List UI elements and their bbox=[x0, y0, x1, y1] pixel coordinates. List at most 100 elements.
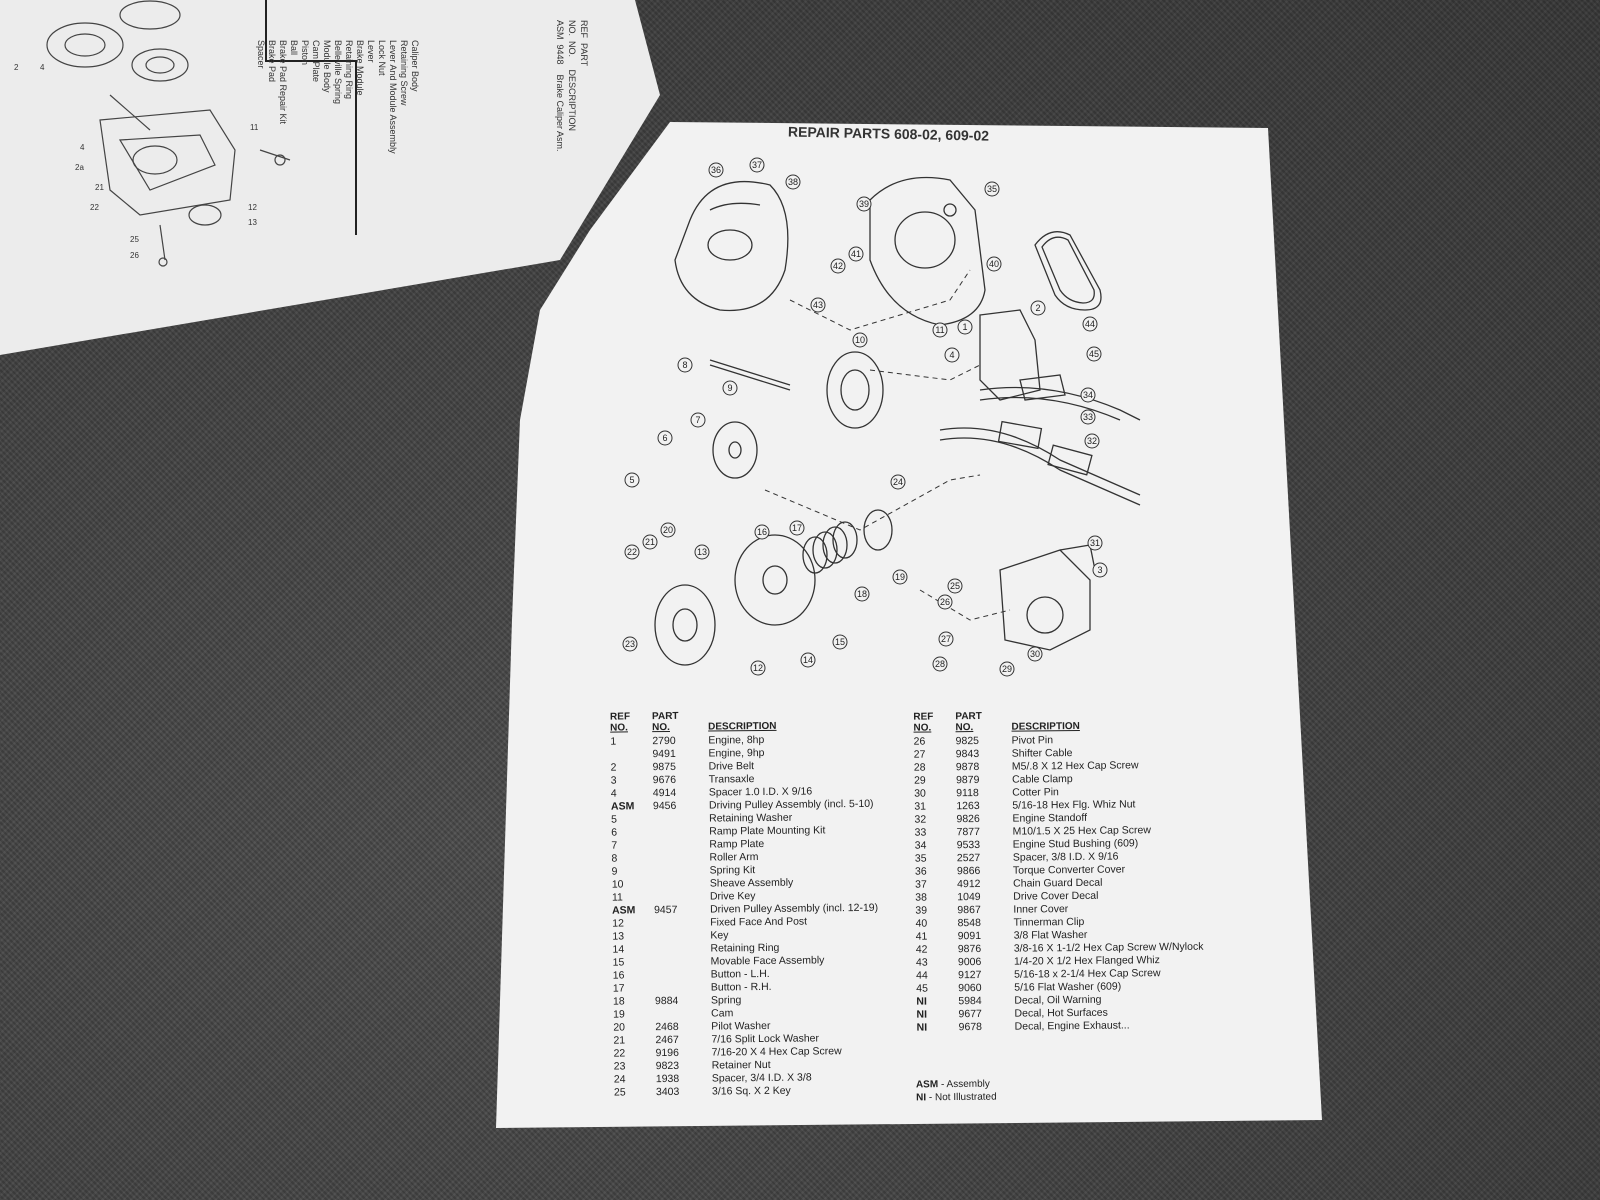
ref-cell: 20 bbox=[613, 1021, 626, 1034]
callout-39: 39 bbox=[856, 196, 872, 212]
ref-cell: NI bbox=[916, 1021, 928, 1034]
svg-text:33: 33 bbox=[1083, 412, 1093, 422]
callout-32: 32 bbox=[1084, 433, 1100, 449]
part-no-cell bbox=[653, 839, 709, 853]
callout-1: 1 bbox=[957, 319, 973, 335]
ref-cell: 29 bbox=[913, 774, 926, 787]
ref-cell: 16 bbox=[612, 969, 625, 982]
ref-cell: 32 bbox=[914, 813, 927, 826]
svg-text:20: 20 bbox=[663, 525, 673, 535]
torque-converter-cover bbox=[674, 181, 789, 312]
ref-cell: 37 bbox=[915, 878, 927, 891]
ref-cell: ASM bbox=[610, 800, 635, 813]
inner-cover bbox=[869, 176, 986, 326]
svg-text:43: 43 bbox=[813, 300, 823, 310]
part-no-cell: 9867 bbox=[957, 903, 981, 917]
part-no-cell: 9060 bbox=[958, 981, 982, 995]
svg-text:23: 23 bbox=[625, 639, 635, 649]
ref-cell: 24 bbox=[613, 1073, 626, 1086]
part-no-cell: 9866 bbox=[956, 864, 981, 878]
callout-28: 28 bbox=[932, 656, 948, 672]
ref-cell: 33 bbox=[914, 826, 927, 839]
callout-29: 29 bbox=[999, 661, 1015, 677]
driven-pulley-face bbox=[734, 534, 816, 626]
svg-text:13: 13 bbox=[248, 218, 257, 227]
callout-9: 9 bbox=[722, 380, 738, 396]
svg-text:25: 25 bbox=[130, 235, 139, 244]
ref-cell bbox=[610, 748, 652, 761]
ref-cell: 10 bbox=[611, 878, 624, 891]
svg-text:22: 22 bbox=[90, 203, 99, 212]
part-no-cell: 9456 bbox=[652, 799, 677, 813]
svg-text:42: 42 bbox=[833, 261, 843, 271]
ref-cell: 1 bbox=[610, 735, 617, 748]
ref-cell: 41 bbox=[915, 930, 928, 943]
callout-17: 17 bbox=[789, 520, 805, 536]
callout-42: 42 bbox=[830, 258, 846, 274]
callout-11: 11 bbox=[932, 322, 948, 338]
ref-cell: 11 bbox=[611, 891, 623, 904]
svg-text:45: 45 bbox=[1089, 349, 1099, 359]
svg-text:41: 41 bbox=[851, 249, 861, 259]
callout-43: 43 bbox=[810, 297, 826, 313]
callout-35: 35 bbox=[984, 181, 1000, 197]
ref-cell: 2 bbox=[610, 761, 617, 774]
ref-cell: 23 bbox=[613, 1060, 626, 1073]
callout-15: 15 bbox=[832, 634, 848, 650]
svg-text:16: 16 bbox=[757, 527, 767, 537]
svg-text:21: 21 bbox=[95, 183, 104, 192]
svg-text:39: 39 bbox=[859, 199, 869, 209]
drive-belt bbox=[1034, 231, 1102, 311]
ref-cell: 43 bbox=[915, 956, 928, 969]
part-no-cell bbox=[654, 930, 710, 944]
svg-text:26: 26 bbox=[940, 597, 950, 607]
ref-cell: 40 bbox=[915, 917, 928, 930]
callout-37: 37 bbox=[749, 157, 765, 173]
svg-text:44: 44 bbox=[1085, 319, 1095, 329]
callout-5: 5 bbox=[624, 472, 640, 488]
svg-text:15: 15 bbox=[835, 637, 845, 647]
svg-text:12: 12 bbox=[248, 203, 257, 212]
part-no-cell: 9677 bbox=[958, 1007, 982, 1021]
svg-text:17: 17 bbox=[792, 523, 802, 533]
callout-12: 12 bbox=[750, 660, 766, 676]
part-no-cell bbox=[654, 865, 710, 879]
svg-text:28: 28 bbox=[935, 659, 945, 669]
svg-text:29: 29 bbox=[1002, 664, 1012, 674]
part-no-cell: 7877 bbox=[956, 825, 981, 839]
ref-cell: 21 bbox=[613, 1034, 626, 1047]
callout-7: 7 bbox=[690, 412, 706, 428]
ref-cell: 8 bbox=[611, 852, 618, 865]
ref-cell: 9 bbox=[611, 865, 618, 878]
ref-cell: 44 bbox=[916, 969, 928, 982]
description-cell: 3/16 Sq. X 2 Key bbox=[711, 1084, 791, 1098]
part-no-cell: 9457 bbox=[653, 903, 678, 917]
svg-text:10: 10 bbox=[855, 335, 865, 345]
ref-cell: 17 bbox=[612, 982, 625, 995]
svg-text:34: 34 bbox=[1083, 390, 1093, 400]
svg-text:2: 2 bbox=[14, 63, 19, 72]
ref-cell: NI bbox=[916, 1008, 928, 1021]
svg-text:19: 19 bbox=[895, 572, 905, 582]
ref-cell: 39 bbox=[915, 904, 928, 917]
svg-text:11: 11 bbox=[935, 325, 944, 335]
callout-26: 26 bbox=[937, 594, 953, 610]
part-no-cell: 1263 bbox=[956, 799, 980, 813]
callout-10: 10 bbox=[852, 332, 868, 348]
svg-text:36: 36 bbox=[711, 165, 721, 175]
part-no-cell: 9879 bbox=[955, 773, 980, 787]
ref-cell: 14 bbox=[612, 943, 625, 956]
callout-23: 23 bbox=[622, 636, 638, 652]
callout-22: 22 bbox=[624, 544, 640, 560]
callout-27: 27 bbox=[938, 631, 954, 647]
ref-cell: 22 bbox=[613, 1047, 626, 1060]
background-parts-list: Caliper Body Retaining Screw Lever And M… bbox=[256, 40, 420, 154]
